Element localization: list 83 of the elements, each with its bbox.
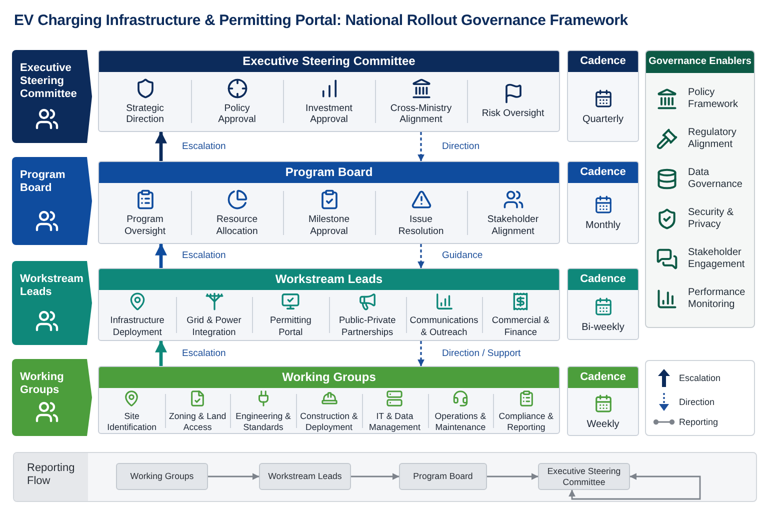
cadence-card	[567, 366, 639, 436]
panel-header: Program Board	[99, 162, 559, 183]
function-label: Stakeholder Alignment	[486, 214, 540, 237]
function-label: Issue Resolution	[397, 214, 445, 237]
function-label: Infrastructure Deployment	[109, 315, 166, 338]
function-label: Site Identification	[106, 411, 158, 432]
enabler-label: Regulatory Alignment	[688, 126, 738, 152]
cadence-card	[567, 161, 639, 244]
function-label: Zoning & Land Access	[168, 411, 228, 432]
arrow	[208, 473, 260, 480]
function-label: Investment Approval	[304, 102, 354, 126]
dashed-arrow	[418, 341, 424, 366]
edge-label: Escalation	[181, 348, 227, 360]
function-label: Cross-Ministry Alignment	[390, 102, 452, 126]
panel-header: Working Groups	[99, 367, 559, 388]
function-label: Engineering & Standards	[234, 411, 292, 432]
function-label: Grid & Power Integration	[186, 315, 242, 338]
enabler-label: Security & Privacy	[688, 206, 735, 232]
cadence-header: Cadence	[568, 269, 638, 290]
reporting-flow-panel	[13, 452, 757, 502]
function-label: Policy Approval	[217, 102, 257, 126]
tier-name: Workstream Leads	[20, 273, 84, 299]
arrow	[155, 243, 167, 268]
panel-header: Executive Steering Committee	[99, 51, 559, 72]
cadence-header: Cadence	[568, 367, 638, 388]
cadence-header: Cadence	[568, 162, 638, 183]
flow-heading: Reporting Flow	[14, 453, 88, 501]
enabler-label: Data Governance	[688, 166, 744, 192]
cadence-frequency: Weekly	[586, 418, 620, 430]
cadence-frequency: Quarterly	[582, 114, 624, 124]
tier-panel	[98, 161, 560, 244]
flow-step-box: Workstream Leads	[259, 463, 351, 490]
function-label: Commercial & Finance	[492, 315, 550, 338]
cadence-frequency: Bi-weekly	[582, 322, 624, 332]
dashed-arrow	[418, 132, 424, 162]
enabler-label: Stakeholder Engagement	[688, 246, 746, 272]
arrow	[487, 473, 538, 480]
diagram-title: EV Charging Infrastructure & Permitting Portal: National Rollout Governance Framework	[14, 12, 628, 29]
function-label: Public-Private Partnerships	[338, 315, 397, 338]
arrow	[155, 131, 167, 161]
cadence-frequency: Monthly	[585, 220, 620, 231]
legend-label: Escalation	[679, 373, 721, 383]
edge-label: Direction	[441, 140, 480, 152]
function-label: Program Oversight	[123, 214, 167, 237]
function-label: Resource Allocation	[215, 214, 259, 237]
function-label: Risk Oversight	[482, 108, 544, 120]
cadence-header: Cadence	[568, 51, 638, 72]
cadence-card	[567, 268, 639, 340]
function-label: Compliance & Reporting	[498, 411, 555, 432]
panel-header: Governance Enablers	[646, 51, 754, 73]
panel-header: Workstream Leads	[99, 269, 559, 290]
loop-arrow	[568, 473, 701, 500]
edge-label: Escalation	[181, 140, 227, 152]
function-label: IT & Data Management	[368, 411, 422, 432]
tier-label-card	[12, 261, 92, 345]
tier-panel	[98, 50, 560, 132]
function-label: Operations & Maintenance	[434, 411, 488, 432]
legend-label: Reporting	[679, 417, 718, 427]
tier-name: Executive Steering Committee	[20, 62, 78, 101]
tier-label-card	[12, 157, 92, 245]
edge-label: Direction / Support	[441, 348, 522, 360]
tier-panel	[98, 366, 560, 434]
enabler-label: Policy Framework	[688, 86, 740, 112]
tier-name: Working Groups	[20, 371, 65, 397]
function-label: Construction & Deployment	[299, 411, 359, 432]
dashed-arrow	[418, 244, 424, 268]
function-label: Milestone Approval	[307, 214, 351, 237]
flow-step-box: Program Board	[399, 463, 487, 490]
function-label: Strategic Direction	[125, 102, 165, 126]
flow-step-box: Executive Steering Committee	[538, 463, 630, 490]
function-label: Communications & Outreach	[408, 315, 480, 338]
tier-name: Program Board	[20, 169, 66, 195]
tier-panel	[98, 268, 560, 341]
function-label: Permitting Portal	[268, 315, 312, 338]
legend-label: Direction	[679, 397, 715, 407]
cadence-card	[567, 50, 639, 142]
enablers-panel	[645, 50, 755, 328]
enabler-label: Performance Monitoring	[688, 286, 746, 312]
tier-label-card	[12, 50, 92, 143]
flow-step-box: Working Groups	[116, 463, 208, 490]
arrow	[155, 340, 167, 366]
tier-label-card	[12, 359, 92, 436]
arrow	[351, 473, 400, 480]
